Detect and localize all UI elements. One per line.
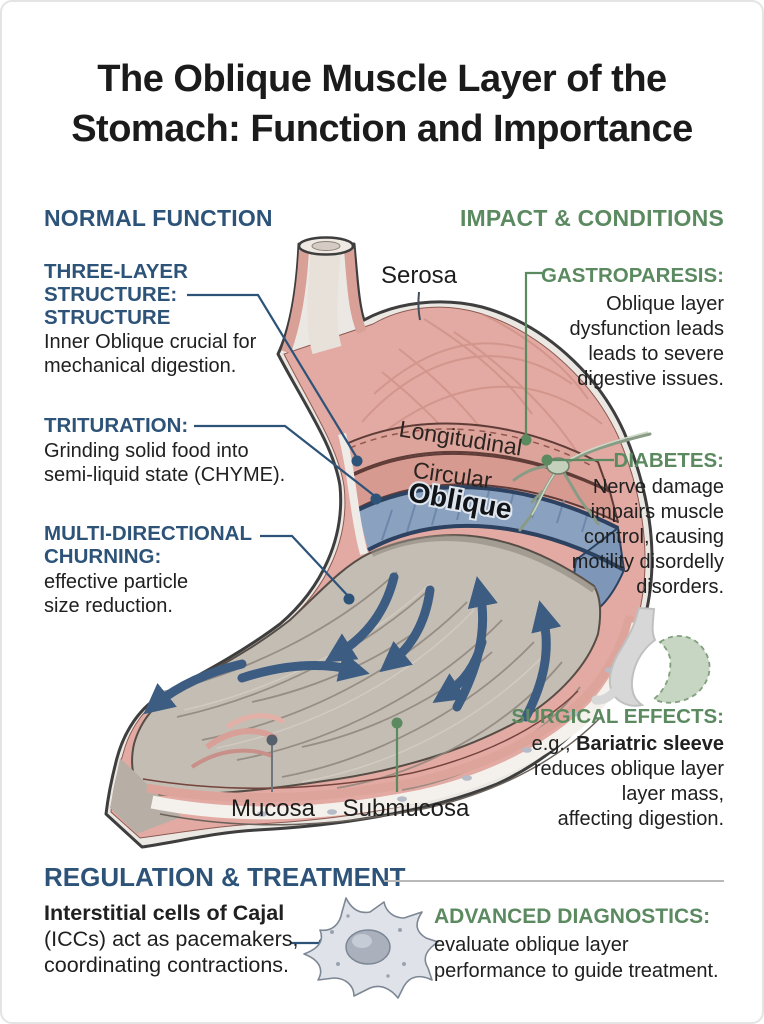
page-title-line2: Stomach: Function and Importance xyxy=(71,108,693,150)
three-layer-body: Inner Oblique crucial for mechanical dig… xyxy=(44,331,257,377)
churning-body: effective particle size reduction. xyxy=(44,571,189,617)
connector-lines-navy xyxy=(187,293,377,945)
diabetes-body: Nerve damage impairs muscle control, cau… xyxy=(571,476,724,598)
churning-arrows xyxy=(143,572,562,722)
icc-text-rest: (ICCs) act as pacemakers, coordinating c… xyxy=(44,927,299,977)
mucosa-label: Mucosa xyxy=(231,795,316,822)
churning-heading: MULTI-DIRECTIONAL CHURNING: xyxy=(44,522,253,568)
advanced-diagnostics-body: evaluate oblique layer performance to gu… xyxy=(434,934,719,982)
regulation-treatment-header: REGULATION & TREATMENT xyxy=(44,862,406,892)
surgical-effects-heading: SURGICAL EFFECTS: xyxy=(511,705,724,728)
serosa-label: Serosa xyxy=(381,262,458,289)
surgical-body-prefix: e.g., xyxy=(531,733,577,755)
three-layer-heading: THREE-LAYER STRUCTURE: STRUCTURE xyxy=(44,260,188,329)
label-pointer-lines xyxy=(271,291,421,792)
esophagus xyxy=(281,236,367,355)
trituration-heading: TRITURATION: xyxy=(44,414,189,437)
normal-function-header: NORMAL FUNCTION xyxy=(44,205,273,231)
surgical-effects-body: e.g., Bariatric sleeve reduces oblique l… xyxy=(532,732,724,832)
band-labels: Serosa Longitudinal Circular Oblique Muc… xyxy=(231,262,524,822)
bariatric-sleeve-icon xyxy=(591,606,711,707)
section-divider xyxy=(384,880,724,882)
trituration-body: Grinding solid food into semi-liquid sta… xyxy=(44,440,286,486)
surgical-body-bold: Bariatric sleeve xyxy=(576,733,724,755)
serosa-strip xyxy=(338,432,368,556)
icc-text: Interstitial cells of Cajal (ICCs) act a… xyxy=(44,900,298,978)
diabetes-heading: DIABETES: xyxy=(613,449,724,472)
gastroparesis-body: Oblique layer dysfunction leads leads to… xyxy=(569,293,724,390)
page-title: The Oblique Muscle Layer of the Stomach:… xyxy=(2,54,762,154)
gastroparesis-heading: GASTROPARESIS: xyxy=(541,264,724,287)
page-title-line1: The Oblique Muscle Layer of the xyxy=(97,58,667,100)
advanced-diagnostics-heading: ADVANCED DIAGNOSTICS: xyxy=(434,905,711,928)
nerve xyxy=(512,431,652,532)
icc-text-bold: Interstitial cells of Cajal xyxy=(44,901,285,925)
submucosa-label: Submucosa xyxy=(343,795,470,822)
connector-lines-green xyxy=(395,271,614,792)
icc-cell-icon xyxy=(303,897,439,999)
surgical-body-rest: reduces oblique layer layer mass, affect… xyxy=(533,758,724,830)
impact-conditions-header: IMPACT & CONDITIONS xyxy=(459,205,724,231)
